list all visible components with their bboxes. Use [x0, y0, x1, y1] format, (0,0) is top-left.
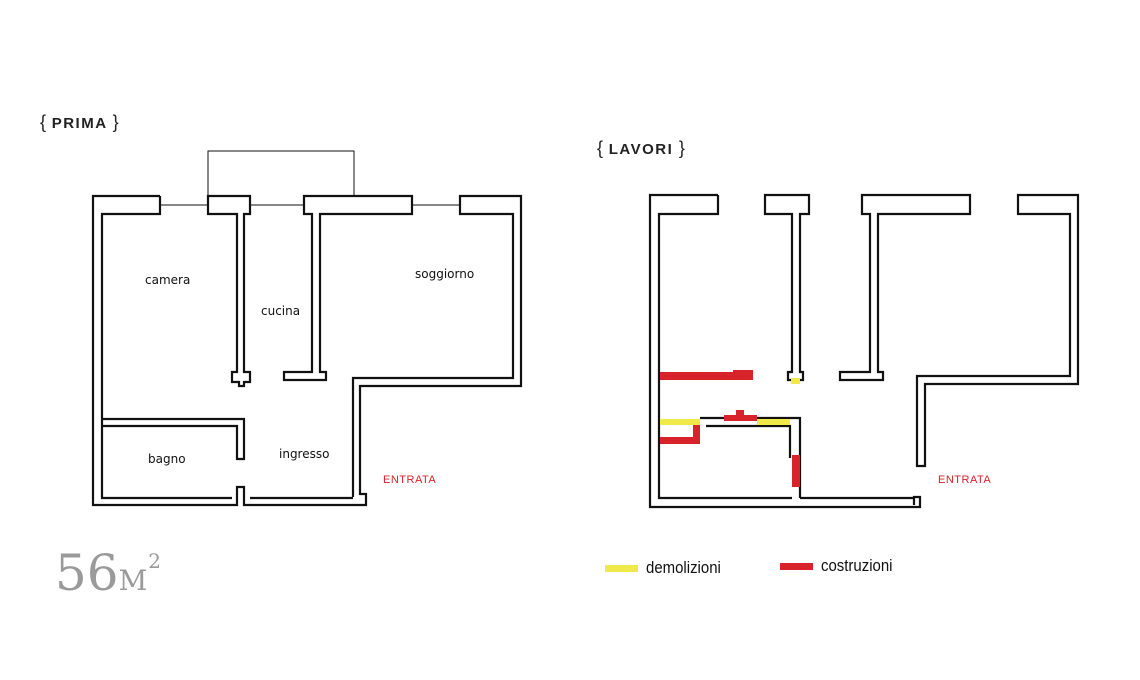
demolition-mark — [757, 419, 790, 425]
wall-camera-cucina — [206, 194, 252, 388]
area-unit: M — [118, 564, 149, 597]
floor-plan-works: ENTRATA — [648, 193, 1080, 509]
construction-mark — [693, 425, 700, 444]
demolition-mark — [660, 419, 700, 425]
wall-bagno — [102, 417, 246, 461]
outer-wall-right — [915, 193, 1080, 468]
outer-wall-inner — [100, 196, 232, 500]
construction-mark — [792, 455, 800, 487]
outer-wall-inner — [657, 195, 792, 500]
area-value: 56 — [55, 544, 119, 602]
legend-item-demolizioni: demolizioni — [605, 558, 731, 578]
brace-close: } — [678, 138, 685, 158]
construction-mark — [724, 415, 757, 421]
legend-swatch-demolizioni — [605, 564, 638, 572]
room-label-ingresso: ingresso — [279, 447, 329, 461]
entrance-label-works: ENTRATA — [938, 474, 991, 486]
room-label-camera: camera — [145, 273, 190, 287]
construction-mark — [660, 437, 700, 444]
wall-cucina-soggiorno — [282, 194, 414, 382]
plan-works-title-text: LAVORI — [608, 141, 674, 158]
legend-item-costruzioni: costruzioni — [780, 556, 902, 576]
area-label: 56M2 — [55, 548, 161, 598]
area-exponent: 2 — [148, 549, 162, 573]
wall-bagno-existing — [700, 416, 802, 498]
plan-before-title: { PRIMA } — [40, 112, 119, 133]
plan-before-title-text: PRIMA — [51, 115, 107, 132]
outer-wall — [91, 194, 523, 507]
wall-column-2 — [838, 193, 972, 382]
legend-label-demolizioni: demolizioni — [646, 558, 721, 577]
floor-plan-before: camera cucina soggiorno bagno ingresso E… — [91, 150, 523, 507]
construction-mark — [736, 410, 744, 416]
wall-bagno-existing — [706, 424, 792, 458]
legend-swatch-costruzioni — [780, 562, 813, 570]
brace-open: { — [40, 112, 47, 132]
entrance-label-before: ENTRATA — [383, 474, 436, 486]
room-label-soggiorno: soggiorno — [415, 267, 474, 281]
brace-close: } — [112, 112, 119, 132]
wall-column-1 — [763, 193, 811, 382]
plan-works-title: { LAVORI } — [597, 138, 685, 159]
room-label-cucina: cucina — [261, 304, 300, 318]
construction-mark — [733, 370, 753, 374]
brace-open: { — [597, 138, 604, 158]
room-label-bagno: bagno — [148, 452, 186, 466]
balcony-outline — [207, 150, 355, 195]
construction-mark — [660, 372, 753, 380]
demolition-mark — [791, 378, 800, 384]
outer-wall — [648, 193, 922, 509]
legend-label-costruzioni: costruzioni — [821, 556, 893, 575]
